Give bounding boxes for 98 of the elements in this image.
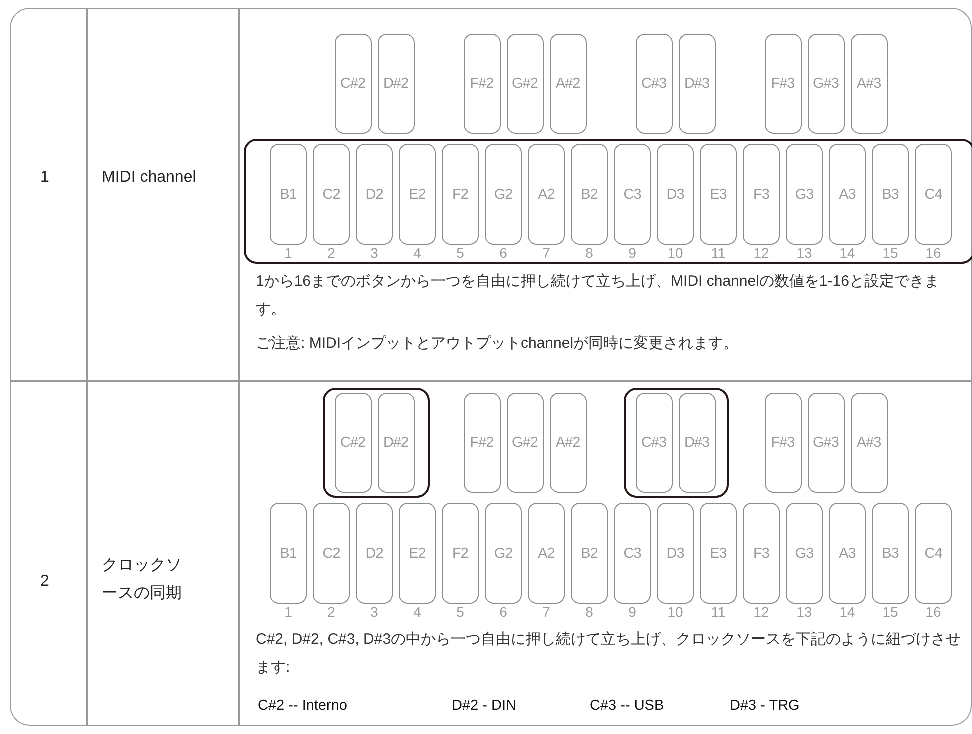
key-button: B3 xyxy=(872,503,909,604)
key-button: C3 xyxy=(614,144,651,245)
key-number: 16 xyxy=(924,604,942,620)
key-button: A2 xyxy=(528,144,565,245)
key-number: 3 xyxy=(370,245,380,261)
key-button: E3 xyxy=(700,503,737,604)
key-button: C#2 xyxy=(334,393,372,493)
key-number: 14 xyxy=(838,604,856,620)
key-button: B1 xyxy=(270,144,307,245)
key-button: F#3 xyxy=(764,34,802,134)
key-number: 3 xyxy=(370,604,380,620)
key-button: A#3 xyxy=(850,393,888,493)
key-number: 8 xyxy=(584,245,594,261)
key-number: 13 xyxy=(796,245,814,261)
key-button: D3 xyxy=(657,144,694,245)
key-number: 10 xyxy=(666,604,684,620)
note-text: ご注意: MIDIインプットとアウトプットchannelが同時に変更されます。 xyxy=(256,334,740,354)
key-button: E2 xyxy=(399,144,436,245)
key-button: D#2 xyxy=(378,393,414,493)
key-button: A3 xyxy=(829,144,866,245)
key-button: D#3 xyxy=(678,393,716,493)
highlight-outline xyxy=(322,388,430,498)
key-number: 15 xyxy=(882,604,900,620)
key-number: 14 xyxy=(838,245,856,261)
mapping-text: C#2 -- Interno xyxy=(258,698,348,714)
key-button: F3 xyxy=(743,503,780,604)
key-button: G#3 xyxy=(808,393,844,493)
key-button: G2 xyxy=(485,144,522,245)
key-button: G2 xyxy=(485,503,522,604)
key-button: A#2 xyxy=(550,34,586,134)
key-button: E3 xyxy=(700,144,737,245)
key-button: F#2 xyxy=(464,393,500,493)
key-number: 12 xyxy=(752,245,770,261)
key-number: 11 xyxy=(710,245,727,261)
key-number: 4 xyxy=(412,245,422,261)
mapping-text: D#2 - DIN xyxy=(452,698,516,714)
highlight-outline xyxy=(624,388,728,498)
key-button: G3 xyxy=(786,144,823,245)
description-text: C#2, D#2, C#3, D#3の中から一つ自由に押し続けて立ち上げ、クロックソースを下記のように紐づけさせます: xyxy=(256,630,962,678)
key-number: 7 xyxy=(542,604,552,620)
row-number: 1 xyxy=(40,168,50,188)
setting-name: MIDI channel xyxy=(102,168,198,188)
key-button: B1 xyxy=(270,503,307,604)
key-number: 2 xyxy=(326,604,336,620)
key-number: 6 xyxy=(498,604,508,620)
key-button: B2 xyxy=(571,503,608,604)
highlight-outline xyxy=(244,139,972,264)
key-number: 1 xyxy=(284,245,294,261)
key-button: A#3 xyxy=(850,34,888,134)
key-number: 13 xyxy=(796,604,814,620)
key-number: 1 xyxy=(284,604,294,620)
key-button: C#3 xyxy=(636,393,672,493)
key-button: C3 xyxy=(614,503,651,604)
key-button: A2 xyxy=(528,503,565,604)
mapping-text: C#3 -- USB xyxy=(590,698,664,714)
key-button: D3 xyxy=(657,503,694,604)
key-button: C2 xyxy=(313,144,350,245)
key-number: 16 xyxy=(924,245,942,261)
key-button: F2 xyxy=(442,503,479,604)
key-number: 11 xyxy=(710,604,727,620)
key-button: F3 xyxy=(743,144,780,245)
key-button: F2 xyxy=(442,144,479,245)
key-button: C#2 xyxy=(334,34,372,134)
key-button: D#3 xyxy=(678,34,716,134)
key-button: G#2 xyxy=(506,393,544,493)
key-button: G#2 xyxy=(506,34,544,134)
key-button: F#3 xyxy=(764,393,802,493)
key-number: 7 xyxy=(542,245,552,261)
key-button: C4 xyxy=(915,144,952,245)
key-button: B3 xyxy=(872,144,909,245)
key-number: 5 xyxy=(456,604,466,620)
key-number: 2 xyxy=(326,245,336,261)
key-button: F#2 xyxy=(464,34,500,134)
key-button: D#2 xyxy=(378,34,414,134)
key-button: D2 xyxy=(356,144,393,245)
key-button: G#3 xyxy=(808,34,844,134)
key-number: 8 xyxy=(584,604,594,620)
key-number: 10 xyxy=(666,245,684,261)
key-number: 12 xyxy=(752,604,770,620)
key-button: G3 xyxy=(786,503,823,604)
key-number: 9 xyxy=(628,604,638,620)
key-button: C4 xyxy=(915,503,952,604)
key-number: 4 xyxy=(412,604,422,620)
key-button: C#3 xyxy=(636,34,672,134)
key-button: C2 xyxy=(313,503,350,604)
key-button: D2 xyxy=(356,503,393,604)
setting-name: クロックソースの同期 xyxy=(102,556,183,604)
key-button: B2 xyxy=(571,144,608,245)
key-button: A3 xyxy=(829,503,866,604)
key-button: A#2 xyxy=(550,393,586,493)
key-number: 15 xyxy=(882,245,900,261)
key-number: 5 xyxy=(456,245,466,261)
key-number: 6 xyxy=(498,245,508,261)
key-number: 9 xyxy=(628,245,638,261)
key-button: E2 xyxy=(399,503,436,604)
row-number: 2 xyxy=(40,572,50,592)
mapping-text: D#3 - TRG xyxy=(730,698,800,714)
description-text: 1から16までのボタンから一つを自由に押し続けて立ち上げ、MIDI channelの数値を1-16と設定できます。 xyxy=(256,272,940,320)
